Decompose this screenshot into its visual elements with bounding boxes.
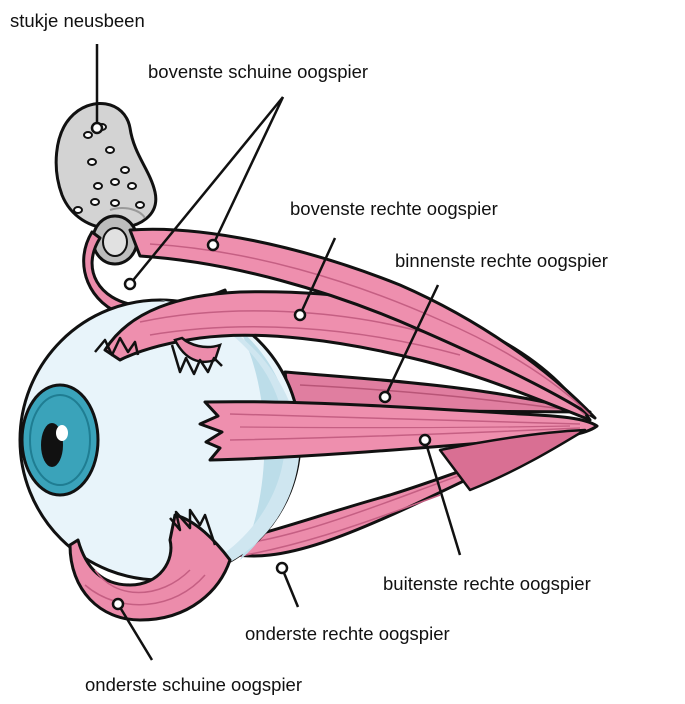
label-nasal-bone: stukje neusbeen [10, 12, 145, 31]
label-inferior-rectus: onderste rechte oogspier [245, 625, 450, 644]
label-superior-oblique: bovenste schuine oogspier [148, 63, 368, 82]
label-inferior-oblique: onderste schuine oogspier [85, 676, 302, 695]
label-lateral-rectus: buitenste rechte oogspier [383, 575, 591, 594]
iris [22, 385, 98, 495]
label-superior-rectus: bovenste rechte oogspier [290, 200, 498, 219]
label-medial-rectus: binnenste rechte oogspier [395, 252, 608, 271]
